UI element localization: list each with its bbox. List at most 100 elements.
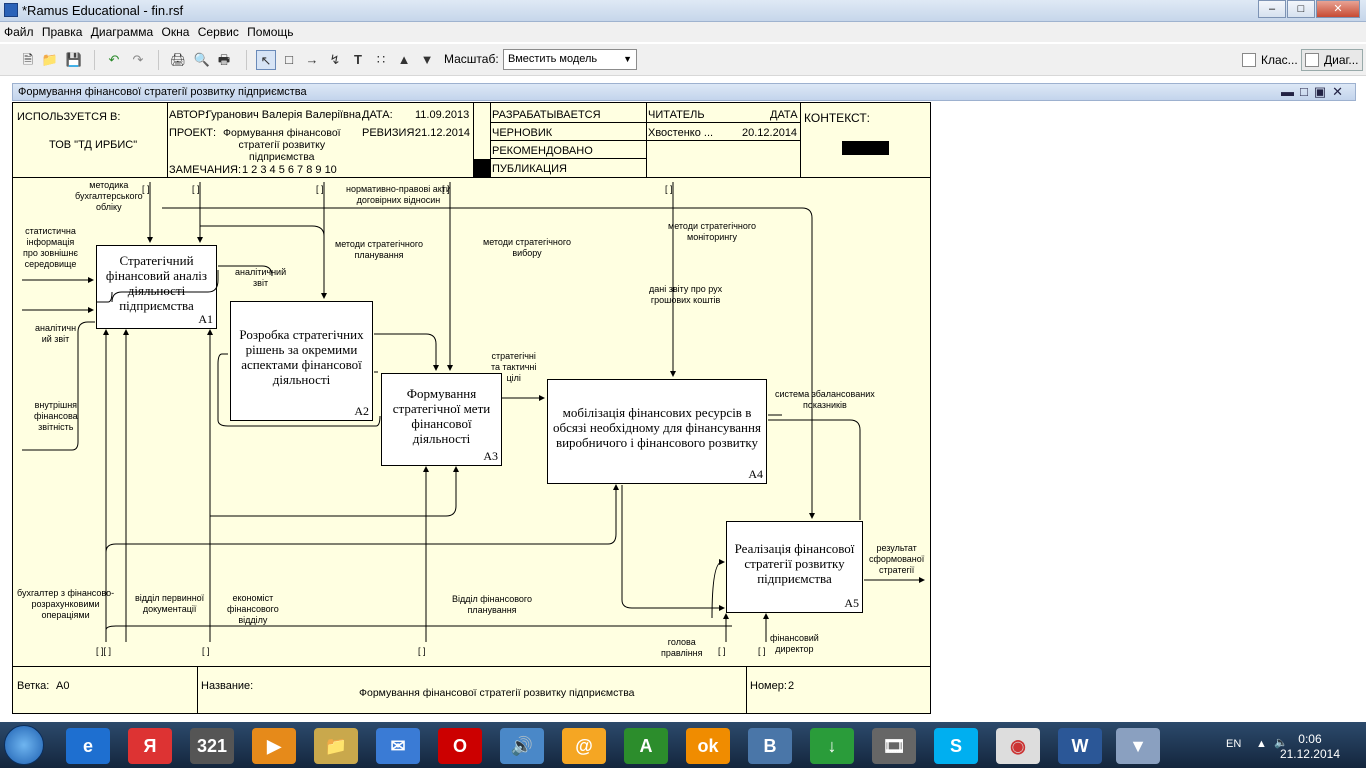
speaker-icon[interactable]: 🔈 xyxy=(1274,737,1288,749)
label-balanced-scorecard: система збалансованих показників xyxy=(775,389,875,410)
idef0-diagram-page: ИСПОЛЬЗУЕТСЯ В: ТОВ "ТД ИРБИС" АВТОР: Гу… xyxy=(12,102,931,714)
tab-diagrams[interactable]: Диаг... xyxy=(1301,49,1364,71)
yandex-icon[interactable]: Я xyxy=(128,728,172,764)
notes-value: 1 2 3 4 5 6 7 8 9 10 xyxy=(242,164,337,176)
number-value: 2 xyxy=(788,680,795,692)
go-up-icon[interactable]: ▲ xyxy=(397,52,411,67)
activity-a3-text: Формування стратегічної мети фінансової … xyxy=(392,385,491,446)
odnoklassniki-icon[interactable]: ok xyxy=(686,728,730,764)
menu-service[interactable]: Сервис xyxy=(197,25,239,39)
apps-icon[interactable]: A xyxy=(624,728,668,764)
author-value: Гуранович Валерія Валеріївна xyxy=(206,109,362,121)
activity-a5-text: Реалізація фінансової стратегії розвитку… xyxy=(734,540,855,586)
vk-icon[interactable]: B xyxy=(748,728,792,764)
revision-value: 21.12.2014 xyxy=(415,127,471,139)
windows-taskbar: e Я 321 ▶ 📁 ✉ O 🔊 @ A ok B ↓ 🎞 S ◉ W ▼ E… xyxy=(0,722,1366,768)
print-icon[interactable]: 🖨 xyxy=(169,52,187,67)
label-strategy-result: результат сформованої стратегії xyxy=(869,543,925,575)
activity-box-a1[interactable]: Стратегічний фінансовий аналіз діяльност… xyxy=(96,245,217,329)
internet-explorer-icon[interactable]: e xyxy=(66,728,110,764)
activity-box-a3[interactable]: Формування стратегічної мети фінансової … xyxy=(381,373,502,466)
reader-value: Хвостенко ... xyxy=(648,127,714,139)
document-header: Формування фінансової стратегії розвитку… xyxy=(12,83,1356,101)
start-button[interactable] xyxy=(4,725,44,765)
tab-classes-label: Клас... xyxy=(1261,53,1298,67)
label-cashflow-data: дані звіту про рух грошових коштів xyxy=(649,284,723,305)
dots-tool-icon[interactable]: ∷ xyxy=(376,52,386,67)
activity-box-a5[interactable]: Реалізація фінансової стратегії розвитку… xyxy=(726,521,863,613)
author-label: АВТОР: xyxy=(169,109,208,121)
pointer-tool-icon[interactable]: ↖ xyxy=(256,50,276,70)
label-financial-director: фінансовий директор xyxy=(770,633,819,654)
maximize-button[interactable]: □ xyxy=(1287,0,1315,18)
ramus-icon[interactable]: ▼ xyxy=(1116,728,1160,764)
tray-arrow-icon[interactable]: ▲ xyxy=(1256,738,1267,750)
tab-classes[interactable]: Клас... xyxy=(1238,49,1303,71)
activity-a2-text: Розробка стратегічних рішень за окремими… xyxy=(239,327,364,387)
squiggle-tool-icon[interactable]: ↯ xyxy=(329,52,341,67)
project-value: Формування фінансової стратегії розвитку… xyxy=(223,127,341,163)
zoom-select[interactable]: Вместить модель▼ xyxy=(503,49,637,70)
box-tool-icon[interactable]: □ xyxy=(285,52,293,67)
file-explorer-icon[interactable]: 📁 xyxy=(314,728,358,764)
menu-diagram[interactable]: Диаграмма xyxy=(90,25,154,39)
mail-icon[interactable]: ✉ xyxy=(376,728,420,764)
skype-icon[interactable]: S xyxy=(934,728,978,764)
close-button[interactable]: ✕ xyxy=(1316,0,1360,18)
activity-a4-number: A4 xyxy=(748,467,763,481)
branch-label: Ветка: xyxy=(17,680,50,692)
minimize-button[interactable]: – xyxy=(1258,0,1286,18)
label-analytical-report-2: аналітичн ий звіт xyxy=(35,323,77,344)
mail-agent-icon[interactable]: @ xyxy=(562,728,606,764)
status-working: РАЗРАБАТЫВАЕТСЯ xyxy=(492,109,601,121)
volume-app-icon[interactable]: 🔊 xyxy=(500,728,544,764)
activity-a3-number: A3 xyxy=(483,449,498,463)
print-preview-icon[interactable]: 🔍 xyxy=(193,52,211,67)
tab-diagrams-label: Диаг... xyxy=(1324,53,1359,67)
label-planning-dept: Відділ фінансового планування xyxy=(452,594,532,615)
document-window-controls[interactable]: ▬□▣✕ xyxy=(1280,84,1349,99)
text-tool-icon[interactable]: T xyxy=(354,52,362,67)
menu-file[interactable]: Файл xyxy=(4,25,34,39)
media-player-icon[interactable]: ▶ xyxy=(252,728,296,764)
menu-windows[interactable]: Окна xyxy=(161,25,190,39)
branch-value: А0 xyxy=(56,680,70,692)
reader-date: 20.12.2014 xyxy=(742,127,798,139)
go-down-icon[interactable]: ▼ xyxy=(420,52,434,67)
activity-a4-text: мобілізація фінансових ресурсів в обсязі… xyxy=(553,405,761,450)
language-indicator[interactable]: EN xyxy=(1226,738,1242,750)
redo-icon[interactable]: ↷ xyxy=(132,52,144,67)
printer-setup-icon[interactable]: 🖶 xyxy=(217,52,231,67)
calendar-app-icon[interactable]: 321 xyxy=(190,728,234,764)
label-planning-methods: методи стратегічного планування xyxy=(335,239,424,260)
label-primary-docs-dept: відділ первинної документації xyxy=(135,593,205,614)
app-icon xyxy=(4,3,18,17)
menu-help[interactable]: Помощь xyxy=(247,25,294,39)
save-icon[interactable]: 💾 xyxy=(65,52,83,67)
opera-icon[interactable]: O xyxy=(438,728,482,764)
activity-box-a2[interactable]: Розробка стратегічних рішень за окремими… xyxy=(230,301,373,421)
word-icon[interactable]: W xyxy=(1058,728,1102,764)
zoom-value: Вместить модель xyxy=(508,53,598,65)
activity-a1-number: A1 xyxy=(198,312,213,326)
label-accounting-method: методика бухгалтерського обліку xyxy=(75,180,143,212)
undo-icon[interactable]: ↶ xyxy=(108,52,120,67)
new-file-icon[interactable]: 🗎 xyxy=(22,52,34,67)
classes-icon xyxy=(1242,53,1256,67)
clock-time: 0:06 xyxy=(1298,732,1322,746)
label-accountant: бухгалтер з фінансово- розрахунковими оп… xyxy=(17,588,115,620)
download-icon[interactable]: ↓ xyxy=(810,728,854,764)
video-icon[interactable]: 🎞 xyxy=(872,728,916,764)
used-at-value: ТОВ "ТД ИРБИС" xyxy=(49,139,138,151)
status-recommended: РЕКОМЕНДОВАНО xyxy=(492,145,593,157)
menu-edit[interactable]: Правка xyxy=(41,25,83,39)
open-folder-icon[interactable]: 📁 xyxy=(41,52,59,67)
reader-label: ЧИТАТЕЛЬ xyxy=(648,109,705,121)
toolbar: 🗎 📁 💾 ↶ ↷ 🖨 🔍 🖶 ↖ □ → ↯ T ∷ ▲ ▼ xyxy=(0,44,1366,76)
date-value: 11.09.2013 xyxy=(415,109,470,121)
arrow-tool-icon[interactable]: → xyxy=(305,52,319,67)
activity-box-a4[interactable]: мобілізація фінансових ресурсів в обсязі… xyxy=(547,379,767,484)
used-at-label: ИСПОЛЬЗУЕТСЯ В: xyxy=(17,111,121,123)
chrome-icon[interactable]: ◉ xyxy=(996,728,1040,764)
